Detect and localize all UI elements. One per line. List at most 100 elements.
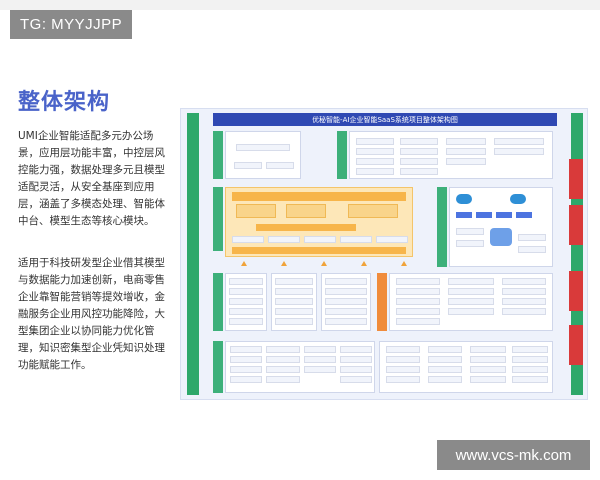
tool-chip	[448, 288, 494, 295]
app-chip	[266, 162, 294, 169]
model-chip	[340, 346, 372, 353]
capability-block	[271, 273, 317, 331]
model-chip	[230, 346, 262, 353]
capability-chip	[325, 278, 367, 285]
diagram-side-tab	[569, 271, 583, 311]
app-chip	[446, 158, 486, 165]
page-title: 整体架构	[18, 90, 111, 115]
security-chip	[456, 212, 472, 218]
capability-chip	[229, 288, 263, 295]
tool-chip	[396, 318, 440, 325]
model-chip	[266, 346, 300, 353]
infra-chip	[470, 356, 506, 363]
up-arrow-icon	[321, 261, 327, 266]
architecture-diagram: 优秘智能-AI企业智能SaaS系统项目整体架构图	[180, 108, 588, 400]
layer-label	[377, 273, 387, 331]
security-chip	[456, 228, 484, 235]
model-chip	[266, 376, 300, 383]
app-chip	[400, 138, 438, 145]
security-chip	[516, 212, 532, 218]
capability-block	[225, 273, 267, 331]
watermark-tag-bottom: www.vcs-mk.com	[437, 440, 590, 470]
infra-chip	[386, 346, 420, 353]
model-chip	[304, 356, 336, 363]
up-arrow-icon	[281, 261, 287, 266]
capability-block	[321, 273, 371, 331]
security-chip	[518, 246, 546, 253]
tool-chip	[502, 278, 546, 285]
infra-chip	[512, 376, 548, 383]
infra-chip	[428, 366, 462, 373]
infra-chip	[386, 366, 420, 373]
infra-chip	[470, 376, 506, 383]
model-chip	[230, 376, 262, 383]
app-chip	[494, 138, 544, 145]
control-chip	[348, 204, 398, 218]
layer-label	[213, 341, 223, 393]
diagram-title: 优秘智能-AI企业智能SaaS系统项目整体架构图	[213, 113, 557, 126]
layer-label	[213, 273, 223, 331]
app-chip	[446, 148, 486, 155]
layer-label	[213, 187, 223, 251]
app-chip	[236, 144, 290, 151]
infra-chip	[512, 356, 548, 363]
tools-block	[389, 273, 553, 331]
capability-chip	[325, 308, 367, 315]
capability-chip	[275, 288, 313, 295]
database-icon	[490, 228, 512, 246]
layer-label	[437, 187, 447, 267]
up-arrow-icon	[361, 261, 367, 266]
control-layer-block	[225, 187, 413, 257]
up-arrow-icon	[401, 261, 407, 266]
model-chip	[304, 366, 336, 373]
control-chip	[232, 236, 264, 243]
control-chip	[304, 236, 336, 243]
app-chip	[400, 168, 438, 175]
tool-chip	[396, 288, 440, 295]
capability-chip	[229, 298, 263, 305]
cloud-icon	[510, 194, 526, 204]
top-strip	[0, 0, 600, 10]
intro-paragraph: UMI企业智能适配多元办公场景，应用层功能丰富，中控层风控能力强，数据处理多元且…	[18, 130, 165, 227]
capability-chip	[275, 318, 313, 325]
model-chip	[230, 356, 262, 363]
app-chip	[356, 138, 394, 145]
infra-block	[379, 341, 553, 393]
capability-chip	[325, 298, 367, 305]
infra-chip	[428, 356, 462, 363]
capability-chip	[325, 318, 367, 325]
security-chip	[518, 234, 546, 241]
security-chip	[476, 212, 492, 218]
control-chip	[236, 204, 276, 218]
app-chip	[400, 158, 438, 165]
infra-chip	[512, 346, 548, 353]
control-chip	[268, 236, 300, 243]
infra-chip	[386, 376, 420, 383]
app-chip	[400, 148, 438, 155]
tool-chip	[448, 308, 494, 315]
security-chip	[496, 212, 512, 218]
capability-chip	[229, 318, 263, 325]
watermark-tag-top: TG: MYYJJPP	[10, 10, 133, 39]
security-chip	[456, 240, 484, 247]
tool-chip	[502, 308, 546, 315]
up-arrow-icon	[241, 261, 247, 266]
app-chip	[356, 168, 394, 175]
tool-chip	[502, 288, 546, 295]
tool-chip	[448, 298, 494, 305]
cloud-icon	[456, 194, 472, 204]
control-bar	[232, 247, 406, 254]
model-chip	[230, 366, 262, 373]
model-chip	[266, 356, 300, 363]
layer-label	[213, 131, 223, 179]
model-chip	[340, 356, 372, 363]
control-bar	[256, 224, 356, 231]
control-chip	[340, 236, 372, 243]
infra-chip	[512, 366, 548, 373]
models-block	[225, 341, 375, 393]
model-chip	[266, 366, 300, 373]
tool-chip	[396, 278, 440, 285]
tool-chip	[502, 298, 546, 305]
diagram-left-column	[187, 113, 199, 395]
tool-chip	[396, 298, 440, 305]
